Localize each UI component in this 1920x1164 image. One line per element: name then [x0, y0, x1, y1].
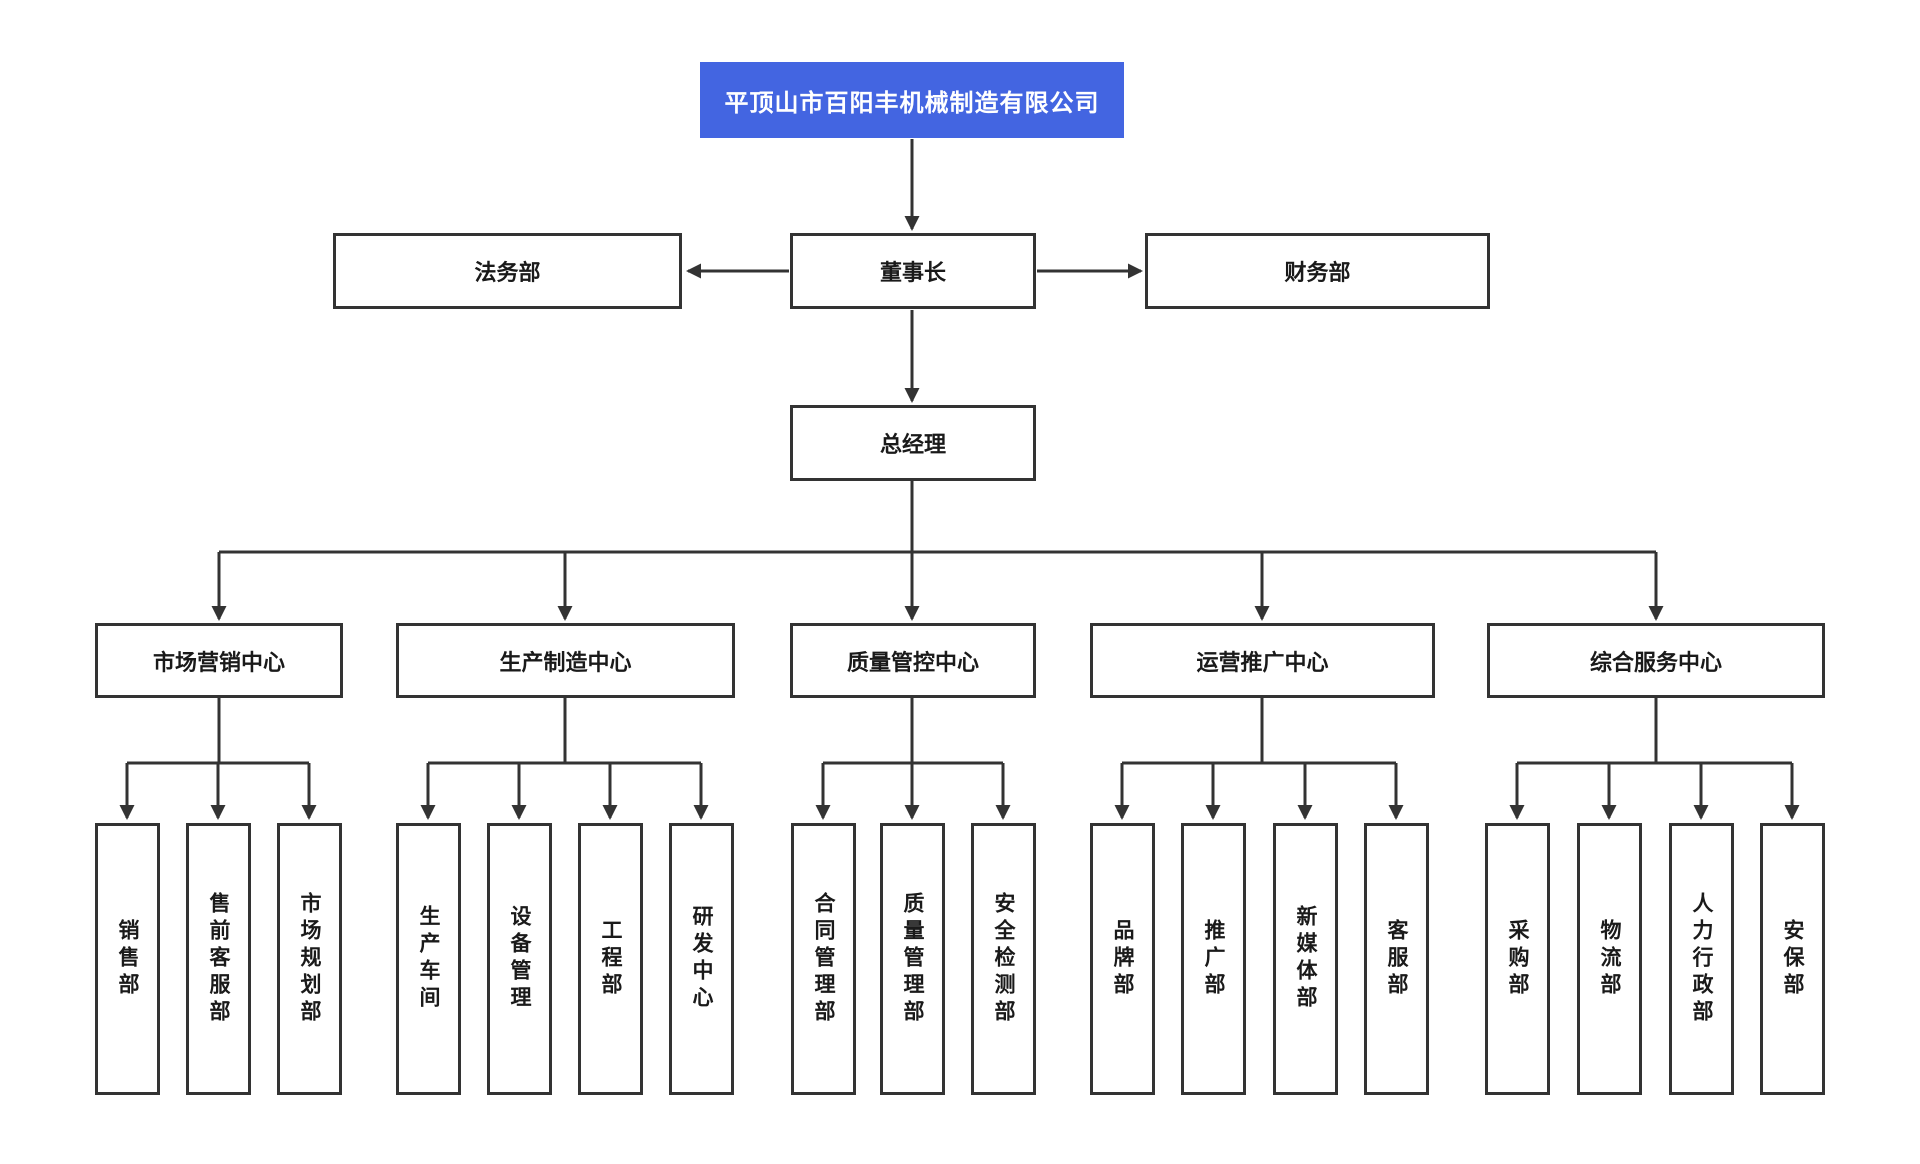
org-node-label: 综合服务中心 — [1589, 649, 1722, 675]
org-node-dept-market-planning: 市场规划部 — [277, 823, 342, 1095]
org-node-label: 质量管控中心 — [846, 649, 979, 675]
org-node-label: 安保部 — [1781, 918, 1804, 1000]
org-node-dept-equipment-mgmt: 设备管理 — [487, 823, 552, 1095]
org-node-label: 总经理 — [879, 432, 946, 457]
org-node-center-operations: 运营推广中心 — [1090, 623, 1435, 698]
org-node-label: 售前客服部 — [207, 891, 230, 1027]
org-node-label: 物流部 — [1598, 918, 1621, 1000]
org-node-center-marketing: 市场营销中心 — [95, 623, 343, 698]
org-node-general-manager: 总经理 — [790, 405, 1036, 481]
org-node-label: 品牌部 — [1111, 918, 1134, 1000]
org-node-label: 新媒体部 — [1294, 905, 1317, 1013]
org-node-label: 推广部 — [1202, 918, 1225, 1000]
org-node-label: 财务部 — [1284, 260, 1351, 285]
org-node-label: 平顶山市百阳丰机械制造有限公司 — [724, 89, 1100, 117]
bus-production-center — [420, 698, 709, 820]
org-node-dept-promotion: 推广部 — [1181, 823, 1246, 1095]
org-node-label: 生产制造中心 — [499, 649, 632, 675]
org-node-label: 市场规划部 — [298, 891, 321, 1027]
org-node-center-services: 综合服务中心 — [1487, 623, 1825, 698]
org-node-label: 设备管理 — [508, 905, 531, 1013]
org-node-finance-dept: 财务部 — [1145, 233, 1490, 309]
org-node-dept-engineering: 工程部 — [578, 823, 643, 1095]
org-node-dept-logistics: 物流部 — [1577, 823, 1642, 1095]
org-node-label: 研发中心 — [690, 905, 713, 1013]
bus-gm-to-centers — [211, 481, 1664, 621]
org-node-dept-brand: 品牌部 — [1090, 823, 1155, 1095]
org-node-dept-safety-inspection: 安全检测部 — [971, 823, 1036, 1095]
org-node-company-root: 平顶山市百阳丰机械制造有限公司 — [700, 62, 1124, 138]
org-node-label: 安全检测部 — [992, 891, 1015, 1027]
org-node-label: 运营推广中心 — [1196, 649, 1329, 675]
org-node-dept-security: 安保部 — [1760, 823, 1825, 1095]
org-node-dept-production-workshop: 生产车间 — [396, 823, 461, 1095]
org-node-label: 法务部 — [474, 260, 541, 285]
org-node-dept-rd-center: 研发中心 — [669, 823, 734, 1095]
org-node-label: 工程部 — [599, 918, 622, 1000]
org-node-chairman: 董事长 — [790, 233, 1036, 309]
org-node-center-quality: 质量管控中心 — [790, 623, 1036, 698]
org-node-dept-presales-service: 售前客服部 — [186, 823, 251, 1095]
org-node-dept-contract-mgmt: 合同管理部 — [791, 823, 856, 1095]
org-node-label: 生产车间 — [417, 905, 440, 1013]
bus-quality-center — [815, 698, 1011, 820]
org-node-dept-hr-admin: 人力行政部 — [1669, 823, 1734, 1095]
org-node-label: 合同管理部 — [812, 891, 835, 1027]
org-node-dept-sales: 销售部 — [95, 823, 160, 1095]
org-node-center-production: 生产制造中心 — [396, 623, 735, 698]
org-node-label: 董事长 — [879, 260, 946, 285]
bus-marketing-center — [119, 698, 317, 820]
org-node-label: 市场营销中心 — [152, 649, 285, 675]
org-node-dept-procurement: 采购部 — [1485, 823, 1550, 1095]
org-node-legal-dept: 法务部 — [333, 233, 682, 309]
bus-operations-center — [1114, 698, 1404, 820]
org-node-label: 质量管理部 — [901, 891, 924, 1027]
bus-services-center — [1509, 698, 1800, 820]
org-node-dept-quality-mgmt: 质量管理部 — [880, 823, 945, 1095]
org-node-dept-new-media: 新媒体部 — [1273, 823, 1338, 1095]
org-node-label: 销售部 — [116, 918, 139, 1000]
org-node-label: 人力行政部 — [1690, 891, 1713, 1027]
org-node-dept-customer-service: 客服部 — [1364, 823, 1429, 1095]
org-node-label: 客服部 — [1385, 918, 1408, 1000]
org-node-label: 采购部 — [1506, 918, 1529, 1000]
